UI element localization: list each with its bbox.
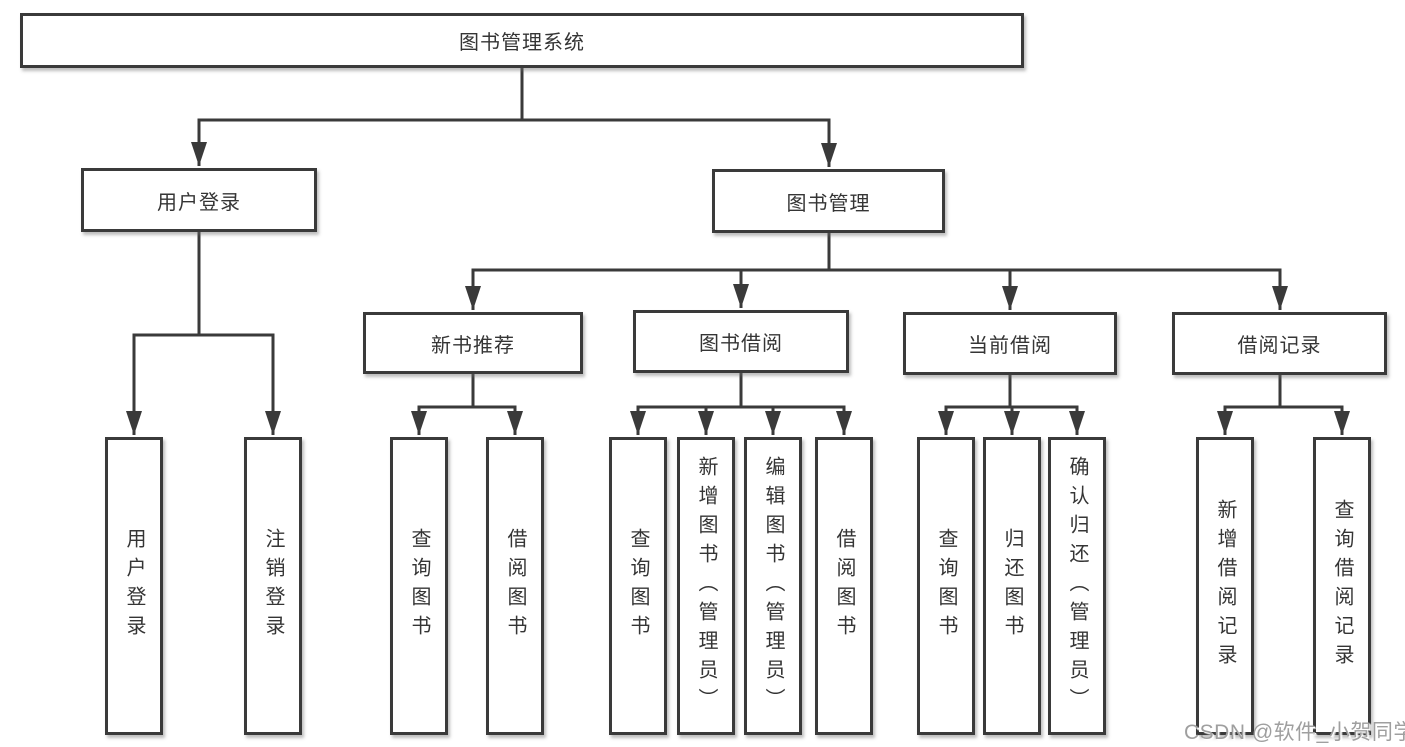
node-label: 图书管理 bbox=[786, 192, 871, 215]
leaf-label: 查询图书 bbox=[627, 528, 649, 644]
leaf-borrowing-edit-books-admin: 编辑图书（管理员） bbox=[744, 437, 802, 735]
edges-new-book-recommend bbox=[411, 374, 523, 435]
node-label: 借阅记录 bbox=[1237, 335, 1322, 357]
leaf-label: 查询图书 bbox=[935, 528, 957, 644]
node-label: 图书管理系统 bbox=[459, 32, 585, 54]
leaf-label: 查询图书 bbox=[408, 528, 430, 644]
watermark: CSDN @软件_小贺同学 bbox=[1184, 721, 1405, 744]
edges-user-login bbox=[126, 232, 281, 435]
leaf-borrowing-add-books-admin: 新增图书（管理员） bbox=[677, 437, 735, 735]
edges-book-borrowing bbox=[630, 373, 852, 435]
leaf-label: 编辑图书（管理员） bbox=[762, 455, 784, 717]
leaf-label: 新增图书（管理员） bbox=[695, 455, 717, 717]
leaf-label: 归还图书 bbox=[1001, 528, 1023, 644]
edges-borrowing-records bbox=[1217, 375, 1350, 435]
leaf-logout-login: 注销登录 bbox=[244, 437, 302, 735]
node-new-book-recommend: 新书推荐 bbox=[363, 312, 583, 374]
leaf-recommend-borrow-books: 借阅图书 bbox=[486, 437, 544, 735]
leaf-label: 查询借阅记录 bbox=[1331, 499, 1353, 673]
leaf-user-login: 用户登录 bbox=[105, 437, 163, 735]
node-book-borrowing: 图书借阅 bbox=[633, 310, 849, 373]
leaf-label: 确认归还（管理员） bbox=[1066, 455, 1088, 717]
leaf-label: 用户登录 bbox=[123, 528, 145, 644]
leaf-borrowing-borrow-books: 借阅图书 bbox=[815, 437, 873, 735]
node-current-borrowing: 当前借阅 bbox=[903, 312, 1117, 375]
leaf-label: 借阅图书 bbox=[504, 528, 526, 644]
leaf-current-confirm-return-admin: 确认归还（管理员） bbox=[1048, 437, 1106, 735]
leaf-label: 注销登录 bbox=[262, 528, 284, 644]
leaf-records-add-record: 新增借阅记录 bbox=[1196, 437, 1254, 735]
node-label: 用户登录 bbox=[157, 191, 241, 214]
node-label: 当前借阅 bbox=[968, 335, 1052, 357]
leaf-borrowing-query-books: 查询图书 bbox=[609, 437, 667, 735]
node-borrowing-records: 借阅记录 bbox=[1172, 312, 1387, 375]
leaf-label: 新增借阅记录 bbox=[1214, 499, 1236, 673]
node-book-management-system: 图书管理系统 bbox=[20, 13, 1024, 68]
leaf-current-query-books: 查询图书 bbox=[917, 437, 975, 735]
edges-current-borrowing bbox=[938, 375, 1085, 435]
leaf-label: 借阅图书 bbox=[833, 528, 855, 644]
leaf-recommend-query-books: 查询图书 bbox=[390, 437, 448, 735]
node-label: 图书借阅 bbox=[699, 333, 783, 355]
node-label: 新书推荐 bbox=[431, 334, 515, 357]
leaf-records-query-record: 查询借阅记录 bbox=[1313, 437, 1371, 735]
edges-root bbox=[191, 68, 837, 167]
node-book-management: 图书管理 bbox=[712, 169, 945, 233]
node-user-login: 用户登录 bbox=[81, 168, 317, 232]
edges-book-management bbox=[465, 233, 1288, 310]
leaf-current-return-books: 归还图书 bbox=[983, 437, 1041, 735]
